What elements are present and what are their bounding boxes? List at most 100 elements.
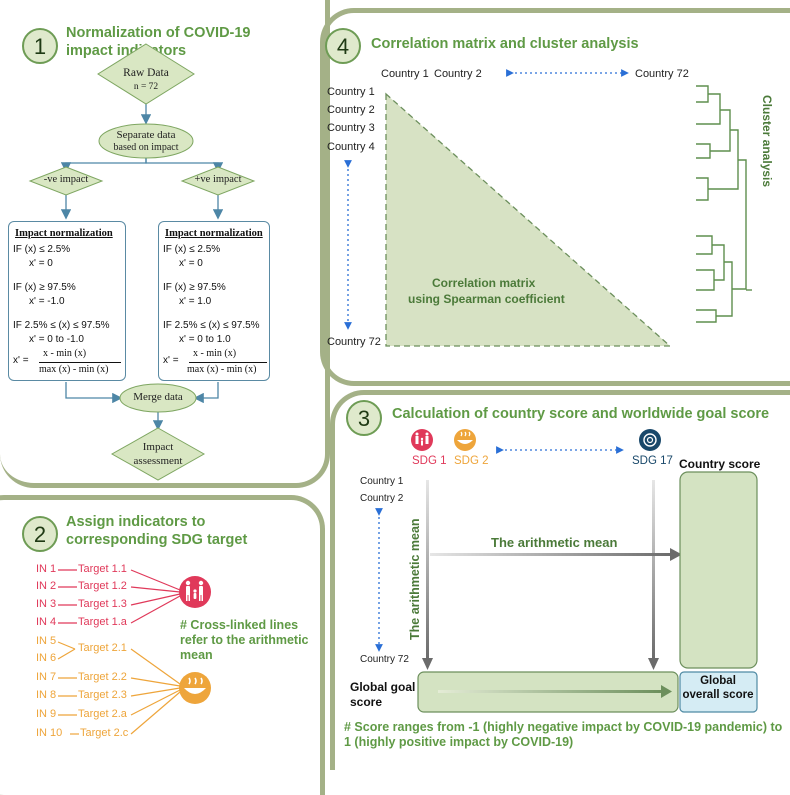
neg-rule-5: IF 2.5% ≤ (x) ≤ 97.5% (13, 320, 110, 331)
neg-impact-diamond (28, 166, 104, 196)
indicator-in2: IN 2 (36, 580, 57, 592)
target-1-3: Target 1.3 (78, 598, 127, 610)
neg-formula-lhs: x' = (13, 355, 29, 366)
vertical-mean-label: The arithmetic mean (408, 518, 422, 640)
pos-rule-5: IF 2.5% ≤ (x) ≤ 97.5% (163, 320, 260, 331)
merge-label: Merge data (133, 391, 183, 403)
panel1-flow-connectors (28, 43, 256, 481)
matrix-col-country2: Country 2 (434, 68, 482, 80)
impact-assessment-diamond (110, 427, 206, 481)
pos-rule-1: IF (x) ≤ 2.5% (163, 244, 221, 255)
panel3-title: Calculation of country score and worldwi… (392, 406, 770, 422)
score-row-country2: Country 2 (360, 493, 404, 504)
separate-data-ellipse (98, 123, 194, 159)
step-number-4: 4 (325, 28, 361, 64)
step-number-1: 1 (22, 28, 58, 64)
global-goal-score-label: Global goal score (350, 680, 416, 709)
target-2-c: Target 2.c (80, 727, 129, 739)
indicator-in6: IN 6 (36, 652, 57, 664)
neg-rule-2: x' = 0 (29, 258, 53, 269)
pos-impact-label: +ve impact (194, 174, 242, 185)
indicator-in5: IN 5 (36, 635, 57, 647)
raw-n-label: n = 72 (133, 82, 159, 92)
merge-data-ellipse (119, 383, 197, 413)
cross-link-note: # Cross-linked lines refer to the arithm… (180, 618, 309, 662)
neg-formula-num: x - min (x) (43, 348, 87, 359)
pos-rule-4: x' = 1.0 (179, 296, 212, 307)
indicator-in8: IN 8 (36, 689, 57, 701)
neg-normalization-box: Impact normalization IF (x) ≤ 2.5% x' = … (8, 221, 126, 381)
step-number-2: 2 (22, 516, 58, 552)
country-score-box (679, 471, 758, 669)
panel-country-score (330, 390, 790, 770)
sdg1-label: SDG 1 (412, 455, 447, 467)
target-1-1: Target 1.1 (78, 563, 127, 575)
correlation-matrix-label-1: Correlation matrix (432, 276, 536, 290)
step-number-3: 3 (346, 400, 382, 436)
horizontal-mean-label: The arithmetic mean (491, 535, 618, 550)
neg-rule-3: IF (x) ≥ 97.5% (13, 282, 76, 293)
score-calculation-graphic (375, 429, 758, 713)
correlation-matrix-label-2: using Spearman coefficient (408, 292, 565, 306)
panel-correlation (320, 8, 790, 386)
matrix-col-country1: Country 1 (381, 68, 429, 80)
correlation-matrix-graphic (344, 69, 752, 347)
neg-formula-bar (39, 362, 121, 363)
panel2-links (57, 569, 211, 735)
raw-data-label: Raw Data (123, 67, 169, 79)
indicator-in7: IN 7 (36, 671, 57, 683)
pos-rule-2: x' = 0 (179, 258, 203, 269)
pos-formula-num: x - min (x) (193, 348, 237, 359)
target-2-2: Target 2.2 (78, 671, 127, 683)
pos-rule-6: x' = 0 to 1.0 (179, 334, 231, 345)
target-2-a: Target 2.a (78, 708, 127, 720)
cluster-analysis-label: Cluster analysis (760, 95, 774, 188)
separate-sub-label: based on impact (113, 142, 179, 153)
panel4-title: Correlation matrix and cluster analysis (371, 36, 639, 52)
indicator-in3: IN 3 (36, 598, 57, 610)
pos-formula-lhs: x' = (163, 355, 179, 366)
pos-normalization-box: Impact normalization IF (x) ≤ 2.5% x' = … (158, 221, 270, 381)
neg-rule-4: x' = -1.0 (29, 296, 65, 307)
sdg1-people-icon (179, 576, 211, 608)
target-1-2: Target 1.2 (78, 580, 127, 592)
matrix-row-country2: Country 2 (327, 104, 375, 116)
pos-box-title: Impact normalization (165, 228, 263, 239)
indicator-in4: IN 4 (36, 616, 57, 628)
sdg2-label: SDG 2 (454, 455, 489, 467)
panel-normalization (0, 0, 330, 488)
global-overall-box (679, 671, 758, 713)
neg-rule-6: x' = 0 to -1.0 (29, 334, 84, 345)
country-score-label: Country score (679, 457, 761, 471)
correlation-triangle (385, 92, 672, 347)
raw-data-diamond (97, 43, 195, 105)
target-2-3: Target 2.3 (78, 689, 127, 701)
score-row-country1: Country 1 (360, 476, 404, 487)
neg-impact-label: -ve impact (43, 174, 89, 185)
indicator-in9: IN 9 (36, 708, 57, 720)
matrix-row-country72: Country 72 (327, 336, 381, 348)
neg-formula-den: max (x) - min (x) (39, 364, 109, 375)
matrix-row-country4: Country 4 (327, 141, 375, 153)
neg-box-title: Impact normalization (15, 228, 113, 239)
sdg2-icon (454, 429, 476, 451)
sdg2-bowl-icon (179, 672, 211, 704)
separate-label: Separate data (116, 129, 176, 141)
panel2-title: Assign indicators to corresponding SDG t… (66, 514, 248, 548)
target-2-1: Target 2.1 (78, 642, 127, 654)
score-row-country72: Country 72 (360, 654, 409, 665)
cluster-dendrogram (696, 85, 752, 323)
pos-formula-den: max (x) - min (x) (187, 364, 257, 375)
target-1-a: Target 1.a (78, 616, 127, 628)
matrix-row-country3: Country 3 (327, 122, 375, 134)
impact-label-1: Impact (142, 441, 174, 453)
matrix-col-country72: Country 72 (635, 68, 689, 80)
sdg1-icon (411, 429, 433, 451)
panel-assign-indicators (0, 495, 325, 795)
impact-label-2: assessment (133, 455, 183, 467)
indicator-in1: IN 1 (36, 563, 57, 575)
score-range-note: # Score ranges from -1 (highly negative … (344, 720, 783, 749)
neg-rule-1: IF (x) ≤ 2.5% (13, 244, 71, 255)
sdg17-label: SDG 17 (632, 455, 673, 467)
pos-rule-3: IF (x) ≥ 97.5% (163, 282, 226, 293)
